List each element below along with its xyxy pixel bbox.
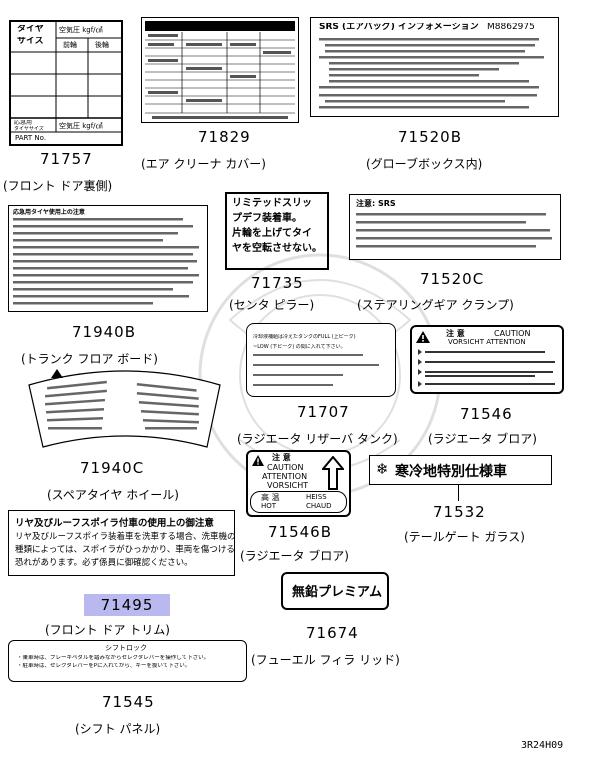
- hot-warning-triangle-icon: [252, 455, 264, 466]
- part-caption-71546: (ラジエータ ブロア): [428, 432, 537, 446]
- srs-clamp-title: 注意: SRS: [356, 199, 396, 208]
- tire-label-r3a: 応急用: [14, 120, 33, 126]
- part-number-71495[interactable]: 71495: [84, 594, 170, 616]
- label-71829-emission[interactable]: [141, 17, 299, 123]
- srs-info-title: SRS (エアバッグ) インフォメーション: [319, 23, 479, 32]
- label-71520b-srs-info[interactable]: SRS (エアバッグ) インフォメーション M8862975: [310, 17, 559, 117]
- srs-info-code: M8862975: [487, 23, 535, 32]
- srs-info-text-lines: [319, 38, 544, 109]
- tire-label-rear: 後輪: [95, 41, 109, 49]
- shift-title: シフトロック: [105, 644, 147, 652]
- spoiler-l2: リヤ及びルーフスポイラ装着車を洗車する場合、洗車機の: [15, 532, 236, 542]
- part-number-71546b: 71546B: [268, 523, 333, 541]
- limited-slip-l1: リミテッドスリッ: [232, 198, 312, 209]
- part-caption-71545: (シフト パネル): [75, 722, 161, 736]
- caution546-text-lines: [418, 349, 555, 387]
- tire-label-r2a: サイズ: [17, 37, 44, 46]
- label-71546-caution[interactable]: 注 意 CAUTION VORSICHT ATTENTION: [410, 325, 564, 394]
- tire-label-r3c: 空気圧 kgf/㎠: [59, 122, 103, 130]
- caution546b-jp: 注 意: [272, 453, 291, 462]
- spoiler-l3: 種類によっては、スポイラがひっかかり、車両を傷つける: [15, 545, 235, 555]
- part-caption-71940b: (トランク フロア ボード): [21, 352, 158, 366]
- premium-text: 無鉛プレミアム: [292, 585, 383, 600]
- label-71940c-spare-tire[interactable]: [27, 365, 222, 450]
- limited-slip-l3: 片輪を上げてタイ: [232, 228, 312, 239]
- hot-en: HOT: [261, 502, 277, 510]
- part-number-71829: 71829: [198, 128, 251, 146]
- part-caption-71757: (フロント ドア裏側): [3, 179, 113, 193]
- label-71757-tire-pressure[interactable]: タイヤ サイズ 空気圧 kgf/㎠ 前輪 後輪 応急用 タイヤサイズ 空気圧 k…: [9, 20, 123, 146]
- part-number-71707: 71707: [297, 403, 350, 421]
- tire-label-part: PART No.: [15, 134, 47, 142]
- label-71674-premium[interactable]: 無鉛プレミアム: [281, 572, 389, 610]
- trunk-text-lines: [13, 218, 199, 305]
- part-caption-71829: (エア クリーナ カバー): [141, 157, 266, 171]
- caution546-en: CAUTION: [494, 329, 531, 338]
- reservoir-l1: 冷却液補給は冷えたタンクのFULL (上ピーク): [253, 334, 356, 340]
- tire-label-r1a: タイヤ: [17, 25, 44, 34]
- part-number-71520b: 71520B: [398, 128, 463, 146]
- diagram-code: 3R24H09: [521, 740, 564, 751]
- part-caption-71495: (フロント ドア トリム): [45, 623, 170, 637]
- cold-climate-text: 寒冷地特別仕様車: [395, 464, 507, 480]
- snowflake-icon: ❄: [376, 460, 389, 478]
- spoiler-l1: リヤ及びルーフスポイラ付車の使用上の御注意: [15, 518, 214, 529]
- tire-label-front: 前輪: [63, 41, 77, 49]
- tire-label-r3b: タイヤサイズ: [14, 126, 44, 132]
- srs-clamp-text-lines: [356, 213, 552, 248]
- caution546b-l1: CAUTION: [267, 463, 304, 472]
- limited-slip-l2: プデフ装着車。: [232, 213, 302, 224]
- label-71545-shift-lock[interactable]: シフトロック ・乗車時は、ブレーキペダルを踏みながらセレクタレバーを操作して下さ…: [8, 640, 247, 682]
- up-arrow-icon: [322, 456, 344, 490]
- part-number-71520c: 71520C: [420, 270, 485, 288]
- shift-l1: ・乗車時は、ブレーキペダルを踏みながらセレクタレバーを操作して下さい。: [17, 655, 210, 661]
- tire-label-r1b: 空気圧 kgf/㎠: [59, 26, 103, 34]
- part-number-71940b: 71940B: [72, 323, 137, 341]
- shift-l2: ・駐車時は、セレクタレバーをPに入れてから、キーを抜いて下さい。: [17, 663, 191, 669]
- label-71735-limited-slip[interactable]: リミテッドスリッ プデフ装着車。 片輪を上げてタイ ヤを空転させない。: [225, 192, 329, 270]
- label-71495-spoiler[interactable]: リヤ及びルーフスポイラ付車の使用上の御注意 リヤ及びルーフスポイラ装着車を洗車す…: [8, 510, 236, 576]
- caution546b-l3: VORSICHT: [267, 481, 309, 490]
- part-caption-71735: (センタ ピラー): [229, 298, 315, 312]
- part-caption-71940c: (スペアタイヤ ホイール): [47, 488, 179, 502]
- part-caption-71520b: (グローブボックス内): [366, 157, 483, 171]
- part-caption-71546b: (ラジエータ ブロア): [240, 549, 349, 563]
- label-71520c-srs-clamp[interactable]: 注意: SRS: [349, 194, 561, 260]
- limited-slip-l4: ヤを空転させない。: [232, 243, 322, 254]
- part-number-71546: 71546: [460, 405, 513, 423]
- tire-table-grid: [11, 22, 121, 133]
- part-caption-71532: (テールゲート ガラス): [404, 530, 525, 544]
- part-number-71545: 71545: [102, 693, 155, 711]
- leader-line-71532: [458, 485, 459, 501]
- caution546b-l2: ATTENTION: [262, 472, 308, 481]
- reservoir-l2: ~LOW (下ピーク) の間に入れて下さい。: [253, 344, 346, 350]
- hot-jp: 高 温: [261, 493, 280, 502]
- hot-de: HEISS: [306, 493, 327, 501]
- spare-warning-icon: [51, 369, 63, 378]
- part-caption-71674: (フューエル フィラ リッド): [251, 653, 400, 667]
- warning-triangle-icon: [416, 331, 430, 343]
- part-number-71532: 71532: [433, 503, 486, 521]
- label-71940b-trunk[interactable]: 応急用タイヤ使用上の注意: [8, 205, 208, 312]
- label-71707-reservoir[interactable]: 冷却液補給は冷えたタンクのFULL (上ピーク) ~LOW (下ピーク) の間に…: [246, 323, 396, 397]
- part-number-71940c: 71940C: [80, 459, 145, 477]
- part-caption-71520c: (ステアリングギア クランプ): [357, 298, 514, 312]
- hot-fr: CHAUD: [306, 502, 332, 510]
- label-71532-cold-climate[interactable]: ❄ 寒冷地特別仕様車: [369, 455, 552, 485]
- emission-table: [145, 21, 295, 119]
- reservoir-text-lines: [253, 354, 379, 386]
- part-number-71674: 71674: [306, 624, 359, 642]
- part-number-71735: 71735: [251, 274, 304, 292]
- label-71546b-hot-caution[interactable]: 注 意 CAUTION ATTENTION VORSICHT 高 温 HEISS…: [246, 450, 351, 517]
- part-caption-71707: (ラジエータ リザーバ タンク): [237, 432, 398, 446]
- part-number-71757: 71757: [40, 150, 93, 168]
- spoiler-l4: 恐れがあります。必ず係員に御確認ください。: [15, 558, 193, 568]
- caution546-fr: VORSICHT ATTENTION: [448, 338, 526, 346]
- trunk-title: 応急用タイヤ使用上の注意: [13, 209, 85, 216]
- hot-oval: 高 温 HEISS HOT CHAUD: [250, 491, 347, 513]
- caution546-jp: 注 意: [446, 329, 465, 338]
